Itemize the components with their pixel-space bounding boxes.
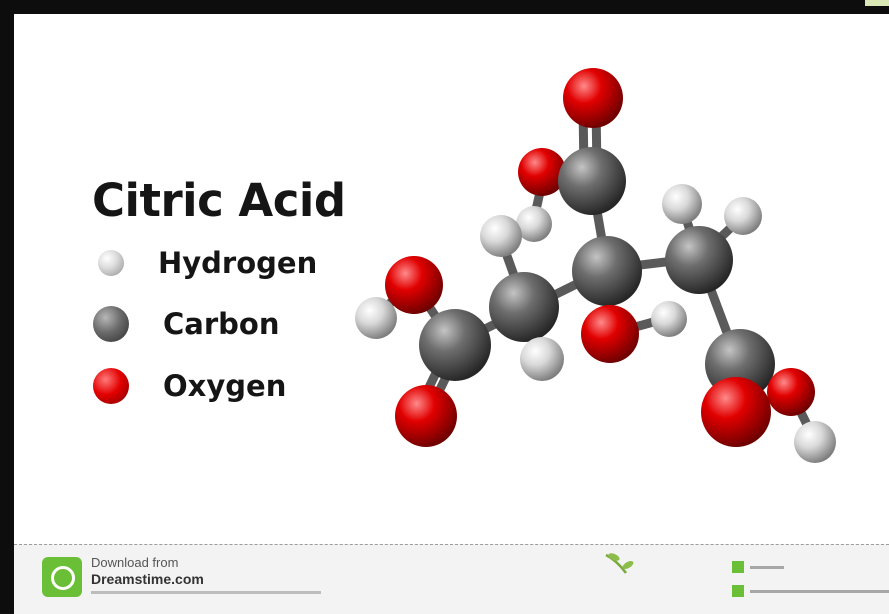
oxygen-atom bbox=[395, 385, 457, 447]
illustration-canvas: Citric Acid Hydrogen Carbon Oxygen bbox=[14, 14, 889, 544]
molecule-atoms bbox=[355, 68, 836, 463]
legend-item-carbon: Carbon bbox=[92, 306, 279, 342]
author-row bbox=[732, 585, 889, 597]
corner-tab bbox=[865, 0, 889, 6]
author-icon bbox=[732, 585, 744, 597]
oxygen-ball-icon bbox=[93, 368, 129, 404]
oxygen-atom bbox=[563, 68, 623, 128]
legend-label-oxygen: Oxygen bbox=[163, 369, 287, 403]
molecule-3d-model bbox=[355, 68, 836, 463]
legend-label-carbon: Carbon bbox=[163, 307, 280, 341]
hydrogen-atom bbox=[355, 297, 397, 339]
leaf-sprig-icon bbox=[605, 553, 634, 574]
oxygen-atom bbox=[581, 305, 639, 363]
image-id-icon bbox=[732, 561, 744, 573]
hydrogen-atom bbox=[651, 301, 687, 337]
carbon-ball-icon bbox=[93, 306, 129, 342]
download-from-label: Download from bbox=[91, 555, 179, 570]
watermark-footer: Download from Dreamstime.com bbox=[14, 544, 889, 614]
legend-item-hydrogen: Hydrogen bbox=[92, 246, 317, 280]
hydrogen-atom bbox=[794, 421, 836, 463]
carbon-atom bbox=[665, 226, 733, 294]
image-id-row bbox=[732, 561, 784, 573]
carbon-atom bbox=[572, 236, 642, 306]
legend-label-hydrogen: Hydrogen bbox=[158, 246, 318, 280]
hydrogen-atom bbox=[516, 206, 552, 242]
site-name-label: Dreamstime.com bbox=[91, 571, 204, 587]
hydrogen-ball-icon bbox=[98, 250, 124, 276]
hydrogen-atom bbox=[520, 337, 564, 381]
oxygen-atom bbox=[518, 148, 566, 196]
page-title: Citric Acid bbox=[92, 174, 346, 227]
carbon-atom bbox=[558, 147, 626, 215]
oxygen-atom bbox=[701, 377, 771, 447]
oxygen-atom bbox=[385, 256, 443, 314]
legend-item-oxygen: Oxygen bbox=[92, 368, 286, 404]
oxygen-atom bbox=[767, 368, 815, 416]
carbon-atom bbox=[419, 309, 491, 381]
dreamstime-logo-icon bbox=[42, 557, 82, 597]
hydrogen-atom bbox=[662, 184, 702, 224]
hydrogen-atom bbox=[724, 197, 762, 235]
hydrogen-atom bbox=[480, 215, 522, 257]
carbon-atom bbox=[489, 272, 559, 342]
fine-print bbox=[91, 591, 321, 594]
